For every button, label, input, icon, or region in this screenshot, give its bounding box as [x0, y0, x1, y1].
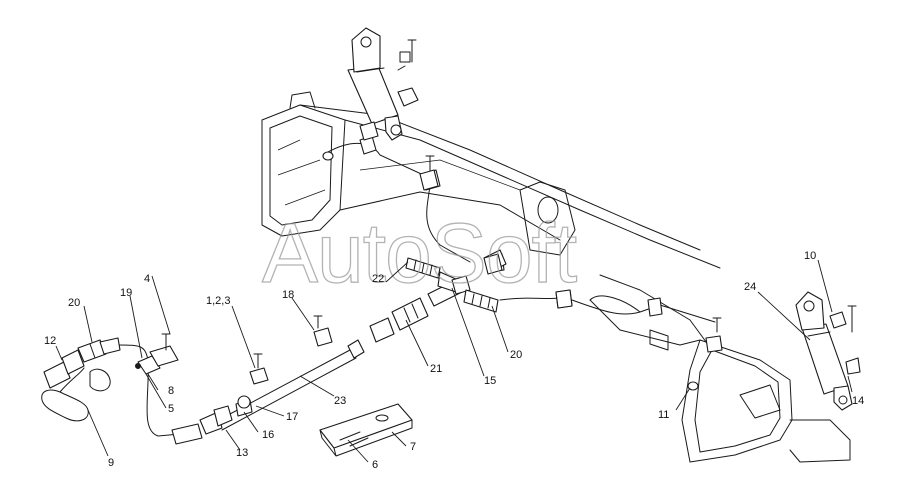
callout-11: 11: [658, 409, 669, 421]
callout-14: 14: [852, 395, 864, 407]
callout-22: 22: [372, 273, 384, 285]
callout-16: 16: [262, 429, 274, 441]
callout-leaders: [55, 259, 853, 463]
callout-13: 13: [236, 447, 248, 459]
mounting-strip: [319, 403, 413, 457]
callout-19: 19: [120, 287, 132, 299]
callout-24: 24: [744, 281, 756, 293]
lower-fittings: [171, 395, 253, 445]
callout-23: 23: [334, 395, 346, 407]
callout-21: 21: [430, 363, 442, 375]
callout-labels: 1,2,3 4 5 6 7 8 9 10 11 12 13 14 15 16 1…: [44, 250, 864, 471]
watermark-text: AutoSoft: [262, 206, 577, 300]
hose-clamps: [135, 121, 573, 385]
callout-8: 8: [168, 385, 174, 397]
callout-7: 7: [410, 441, 416, 453]
callout-12: 12: [44, 335, 56, 347]
callout-1-2-3: 1,2,3: [206, 295, 230, 307]
callout-6: 6: [372, 459, 378, 471]
callout-10: 10: [804, 250, 816, 262]
right-hydraulic-cylinder: [795, 291, 861, 411]
callout-17: 17: [286, 411, 298, 423]
top-hydraulic-cylinder: [347, 27, 419, 141]
callout-9: 9: [108, 457, 114, 469]
callout-20-right: 20: [510, 349, 522, 361]
callout-4: 4: [144, 273, 150, 285]
callout-15: 15: [484, 375, 496, 387]
quick-coupler: [43, 337, 121, 389]
callout-18: 18: [282, 289, 294, 301]
pipe-assembly: [214, 249, 507, 431]
callout-20-left: 20: [68, 297, 80, 309]
callout-5: 5: [168, 403, 174, 415]
